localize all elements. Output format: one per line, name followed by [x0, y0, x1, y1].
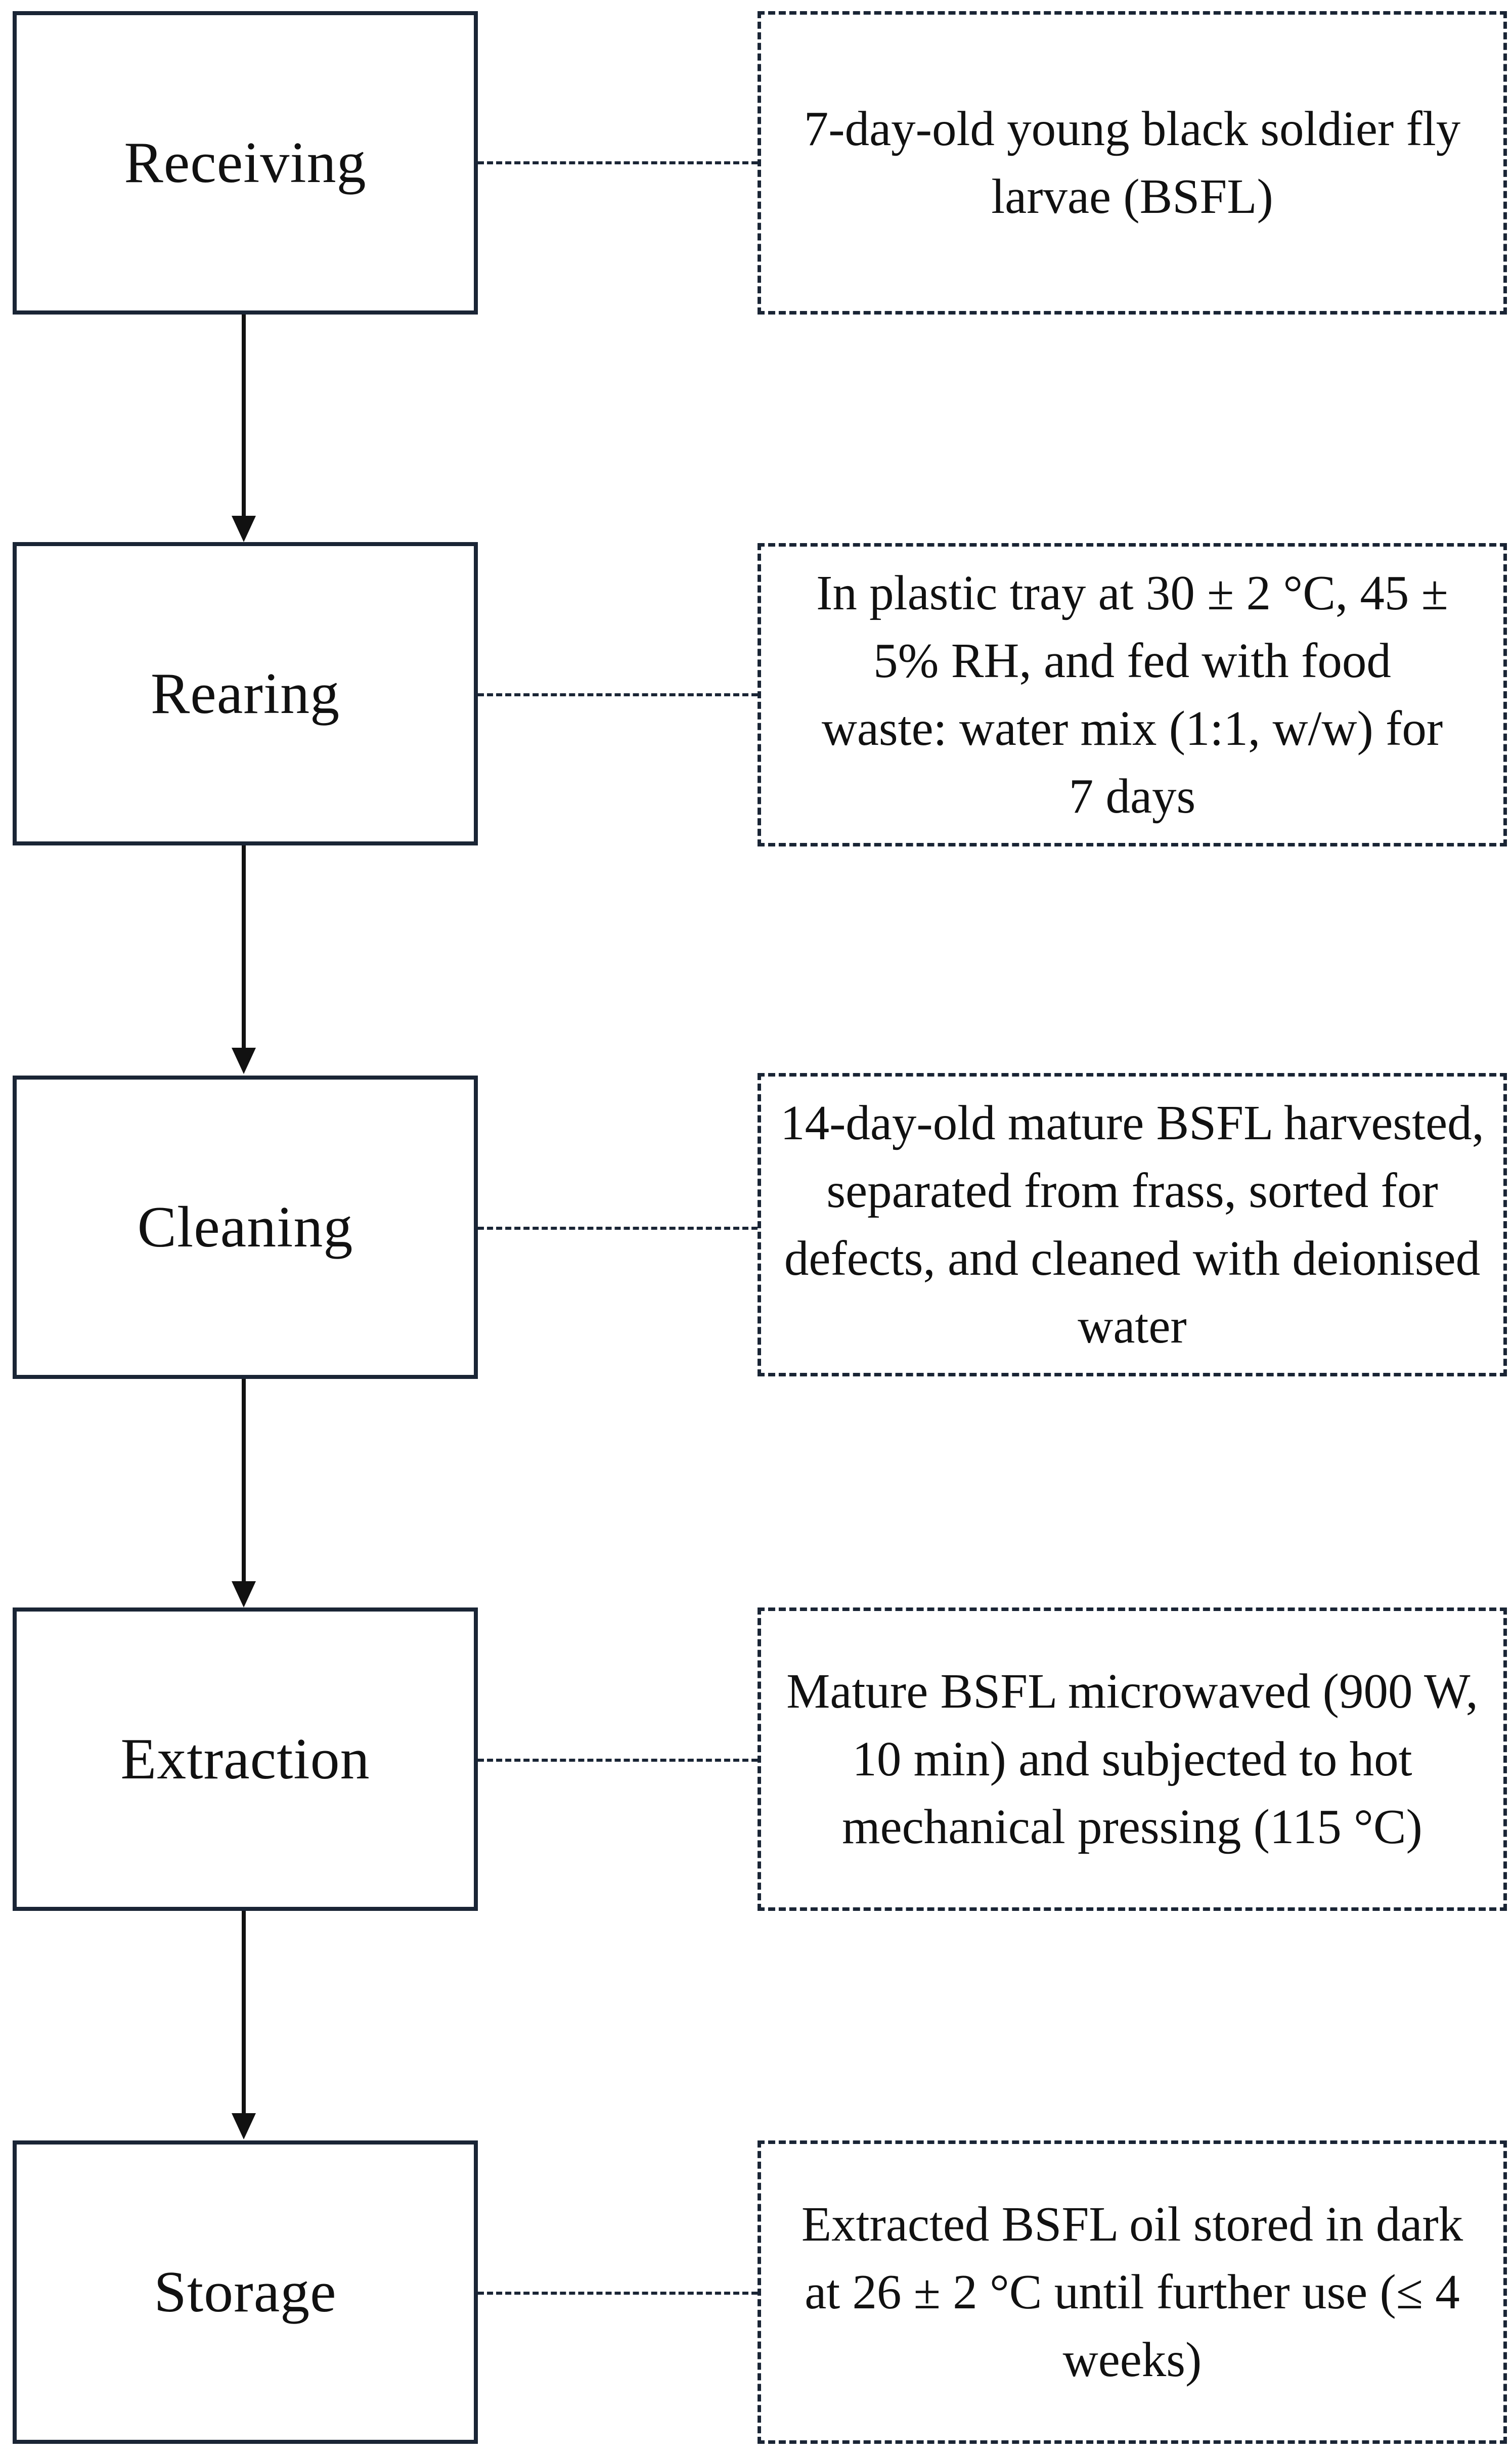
note-text-rearing: In plastic tray at 30 ± 2 °C, 45 ± 5% RH…	[816, 566, 1448, 823]
step-label-extraction: Extraction	[120, 1727, 370, 1792]
step-label-receiving: Receiving	[124, 130, 367, 195]
note-box-extraction: Mature BSFL microwaved (900 W, 10 min) a…	[758, 1607, 1507, 1911]
arrow-head-rearing-to-cleaning	[232, 1048, 256, 1074]
step-box-extraction: Extraction	[13, 1607, 478, 1911]
step-box-cleaning: Cleaning	[13, 1076, 478, 1379]
arrow-rearing-to-cleaning	[242, 845, 246, 1049]
connector-storage	[478, 2292, 758, 2295]
note-box-cleaning: 14-day-old mature BSFL harvested, separa…	[758, 1073, 1507, 1376]
step-box-storage: Storage	[13, 2140, 478, 2444]
connector-receiving	[478, 161, 758, 164]
step-box-rearing: Rearing	[13, 542, 478, 845]
arrow-extraction-to-storage	[242, 1911, 246, 2114]
arrow-head-extraction-to-storage	[232, 2113, 256, 2139]
connector-cleaning	[478, 1227, 758, 1230]
note-text-receiving: 7-day-old young black soldier fly larvae…	[804, 102, 1461, 224]
arrow-cleaning-to-extraction	[242, 1379, 246, 1582]
note-text-extraction: Mature BSFL microwaved (900 W, 10 min) a…	[786, 1664, 1478, 1854]
note-text-cleaning: 14-day-old mature BSFL harvested, separa…	[780, 1096, 1484, 1353]
step-label-storage: Storage	[154, 2260, 337, 2325]
note-box-storage: Extracted BSFL oil stored in dark at 26 …	[758, 2140, 1507, 2444]
note-box-receiving: 7-day-old young black soldier fly larvae…	[758, 11, 1507, 315]
step-box-receiving: Receiving	[13, 11, 478, 315]
connector-rearing	[478, 693, 758, 696]
step-label-cleaning: Cleaning	[137, 1195, 353, 1260]
arrow-head-receiving-to-rearing	[232, 516, 256, 542]
step-label-rearing: Rearing	[150, 661, 340, 726]
connector-extraction	[478, 1759, 758, 1762]
note-box-rearing: In plastic tray at 30 ± 2 °C, 45 ± 5% RH…	[758, 543, 1507, 846]
arrow-receiving-to-rearing	[242, 315, 246, 517]
note-text-storage: Extracted BSFL oil stored in dark at 26 …	[801, 2197, 1463, 2387]
arrow-head-cleaning-to-extraction	[232, 1581, 256, 1607]
